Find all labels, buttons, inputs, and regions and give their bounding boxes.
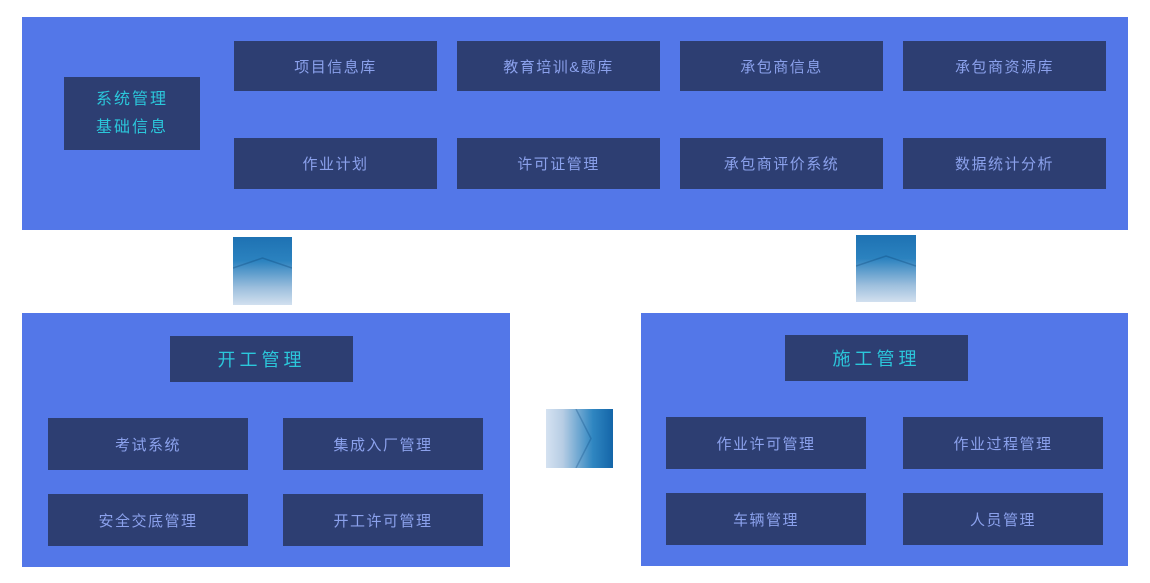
- right-chevron-crease-icon: [575, 409, 592, 468]
- system-management-label-box: 系统管理 基础信息: [64, 77, 200, 150]
- start-work-management-title-box: 开工管理: [170, 336, 353, 382]
- module-work-process-management: 作业过程管理: [903, 417, 1103, 469]
- panel-system-management: 系统管理 基础信息 项目信息库 教育培训&题库 承包商信息 承包商资源库 作业计…: [22, 17, 1128, 230]
- system-management-label-line2: 基础信息: [95, 118, 168, 136]
- up-chevron-crease-icon: [856, 255, 916, 267]
- panel-construction-management: 施工管理 作业许可管理 作业过程管理 车辆管理 人员管理: [641, 313, 1128, 566]
- flow-connector-top-to-start-icon: [233, 237, 292, 305]
- construction-management-title-box: 施工管理: [785, 335, 968, 381]
- module-data-statistics-analysis: 数据统计分析: [903, 138, 1106, 189]
- module-personnel-management: 人员管理: [903, 493, 1103, 545]
- module-safety-briefing-management: 安全交底管理: [48, 494, 248, 546]
- system-management-label-line1: 系统管理: [95, 90, 168, 108]
- module-license-management: 许可证管理: [457, 138, 660, 189]
- module-work-permit-management: 作业许可管理: [666, 417, 866, 469]
- module-education-training-question-bank: 教育培训&题库: [457, 41, 660, 91]
- module-integrated-factory-entry-management: 集成入厂管理: [283, 418, 483, 470]
- module-exam-system: 考试系统: [48, 418, 248, 470]
- module-vehicle-management: 车辆管理: [666, 493, 866, 545]
- module-contractor-info: 承包商信息: [680, 41, 883, 91]
- flow-connector-top-to-construction-icon: [856, 235, 916, 302]
- module-contractor-resource-library: 承包商资源库: [903, 41, 1106, 91]
- panel-start-work-management: 开工管理 考试系统 集成入厂管理 安全交底管理 开工许可管理: [22, 313, 510, 567]
- module-start-work-permit-management: 开工许可管理: [283, 494, 483, 546]
- flow-connector-start-to-construction-icon: [546, 409, 613, 468]
- up-chevron-crease-icon: [233, 257, 292, 269]
- module-project-info-library: 项目信息库: [234, 41, 437, 91]
- module-contractor-evaluation-system: 承包商评价系统: [680, 138, 883, 189]
- module-work-plan: 作业计划: [234, 138, 437, 189]
